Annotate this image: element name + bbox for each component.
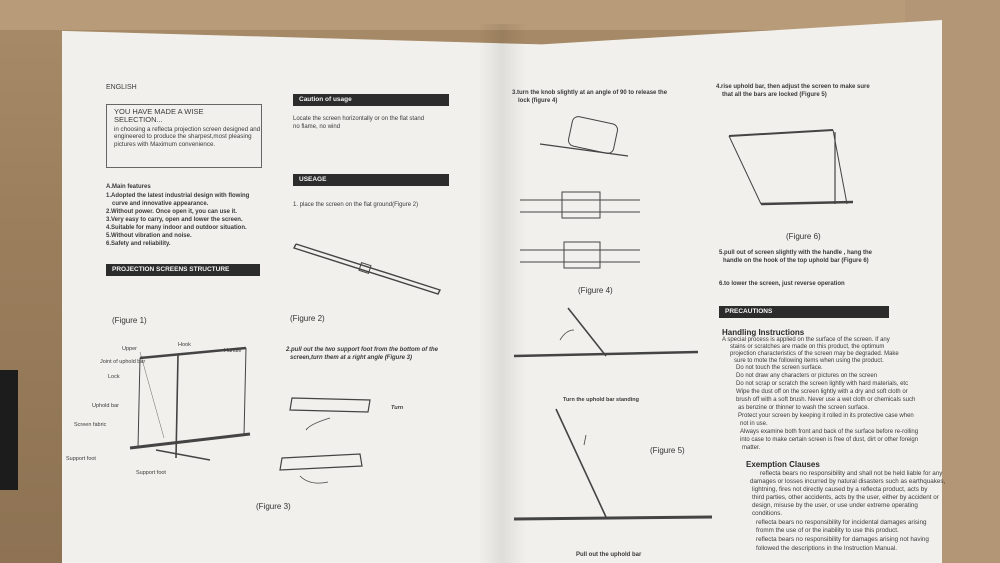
figure-2-drawing	[293, 243, 441, 295]
instruction-sheet	[62, 20, 942, 563]
features-title: A.Main features	[106, 184, 151, 190]
box-flap	[0, 0, 1000, 30]
handling-heading: Handling Instructions	[722, 328, 805, 337]
dark-device-edge	[0, 370, 18, 490]
figure-1-drawing	[129, 346, 251, 461]
feature-line-7: 6.Safety and reliability.	[106, 241, 171, 247]
figure-5a-drawing	[513, 307, 699, 358]
handling-line-14: into case to make certain screen is free…	[740, 437, 919, 443]
feature-line-4: 3.Very easy to carry, open and lower the…	[106, 217, 243, 223]
figure-5-label: (Figure 5)	[650, 446, 685, 455]
figure-4-label: (Figure 4)	[578, 286, 613, 295]
handling-line-9: brush off with a soft brush. Never use a…	[736, 397, 916, 403]
part-foot-bottom: Support foot	[136, 470, 166, 476]
part-hook: Hook	[178, 342, 191, 348]
figure-5b-drawing	[513, 408, 713, 521]
feature-line-3: 2.Without power. Once open it, you can u…	[106, 209, 237, 215]
part-upper: Upper	[122, 346, 137, 352]
exemption-line-6: conditions.	[752, 510, 783, 517]
part-handle: Handle	[224, 348, 242, 354]
exemption-line-1: reflecta bears no responsibility and sha…	[760, 470, 943, 477]
step-1: 1. place the screen on the flat ground(F…	[293, 202, 419, 208]
figure-3-label: (Figure 3)	[256, 502, 291, 511]
exemption-line-4: third parties, other accidents, acts by …	[752, 494, 939, 501]
handling-line-12: not in use.	[740, 421, 768, 427]
handling-line-3: projection characteristics of the screen…	[730, 351, 899, 357]
figure-6-drawing	[728, 129, 854, 206]
part-uphold: Uphold bar	[92, 403, 119, 409]
handling-line-6: Do not draw any characters or pictures o…	[736, 373, 878, 379]
figure-1-label: (Figure 1)	[112, 316, 147, 325]
step-5-line-2: handle on the hook of the top uphold bar…	[723, 258, 869, 264]
precautions-heading: PRECAUTIONS	[719, 306, 889, 318]
exemption-line-5: design, misuse by the user, or use under…	[752, 502, 918, 509]
exemption-line-8: fromm the use of or the inability to use…	[756, 527, 899, 534]
caution-heading: Caution of usage	[293, 94, 449, 106]
wise-selection-box	[106, 104, 262, 168]
handling-line-2: stains or scratches are made on this pro…	[730, 344, 885, 350]
part-fabric: Screen fabric	[74, 422, 107, 428]
figure-3-drawing	[279, 397, 371, 484]
feature-line-5: 4.Suitable for many indoor and outdoor s…	[106, 225, 247, 231]
step-4-line-1: 4.rise uphold bar, then adjust the scree…	[716, 84, 870, 90]
step-6: 6.to lower the screen, just reverse oper…	[719, 281, 845, 287]
exemption-line-9: reflecta bears no responsibility for dam…	[756, 536, 929, 543]
turn-label: Turn	[391, 405, 404, 411]
handling-line-11: Protect your screen by keeping it rolled…	[738, 413, 914, 419]
step-5-line-1: 5.pull out of screen slightly with the h…	[719, 250, 873, 256]
step-4-line-2: that all the bars are locked (Figure 5)	[722, 92, 827, 98]
handling-line-8: Wipe the dust off on the screen lightly …	[736, 389, 908, 395]
pull-uphold-label: Pull out the uphold bar	[576, 552, 642, 558]
handling-line-4: sure to mote the following items when us…	[734, 358, 884, 364]
part-joint: Joint of uphold bar	[100, 359, 146, 365]
handling-line-7: Do not scrap or scratch the screen light…	[736, 381, 909, 387]
part-lock: Lock	[108, 374, 120, 380]
feature-line-6: 5.Without vibration and noise.	[106, 233, 192, 239]
handling-line-1: A special process is applied on the surf…	[722, 337, 890, 343]
part-foot-left: Support foot	[66, 456, 96, 462]
center-fold	[478, 24, 526, 563]
step-3-line-2: lock (figure 4)	[518, 98, 558, 104]
turn-uphold-label: Turn the uphold bar standing	[563, 397, 639, 403]
structure-heading: PROJECTION SCREENS STRUCTURE	[106, 264, 260, 276]
handling-line-5: Do not touch the screen surface.	[736, 365, 823, 371]
handling-line-15: matter.	[742, 445, 761, 451]
step-2-line-2: screen,turn them at a right angle (Figur…	[290, 355, 413, 361]
exemption-line-7: reflecta bears no responsibility for inc…	[756, 519, 927, 526]
exemption-line-10: followed the descriptions in the Instruc…	[756, 545, 898, 552]
caution-line-2: no flame, no wind	[293, 124, 341, 130]
wise-body: in choosing a reflecta projection screen…	[114, 126, 261, 148]
feature-line-1: 1.Adopted the latest industrial design w…	[106, 193, 250, 199]
figure-6-label: (Figure 6)	[786, 232, 821, 241]
exemption-line-3: lightning, fires not directly caused by …	[752, 486, 928, 493]
language-label: ENGLISH	[106, 84, 137, 91]
handling-line-13: Always examine both front and back of th…	[740, 429, 919, 435]
figure-4-drawing	[520, 116, 640, 269]
caution-line-1: Locate the screen horizontally or on the…	[293, 116, 425, 122]
step-3-line-1: 3.turn the knob slightly at an angle of …	[512, 90, 668, 96]
usage-heading: USEAGE	[293, 174, 449, 186]
handling-line-10: as benzine or thinner to wash the screen…	[738, 405, 870, 411]
figure-2-label: (Figure 2)	[290, 314, 325, 323]
step-2-line-1: 2.pull out the two support foot from the…	[286, 347, 438, 353]
exemption-line-2: damages or losses incurred by natural di…	[750, 478, 946, 485]
exemption-heading: Exemption Clauses	[746, 460, 820, 469]
feature-line-2: curve and innovative appearance.	[112, 201, 209, 207]
wise-title: YOU HAVE MADE A WISE SELECTION...	[114, 107, 204, 124]
